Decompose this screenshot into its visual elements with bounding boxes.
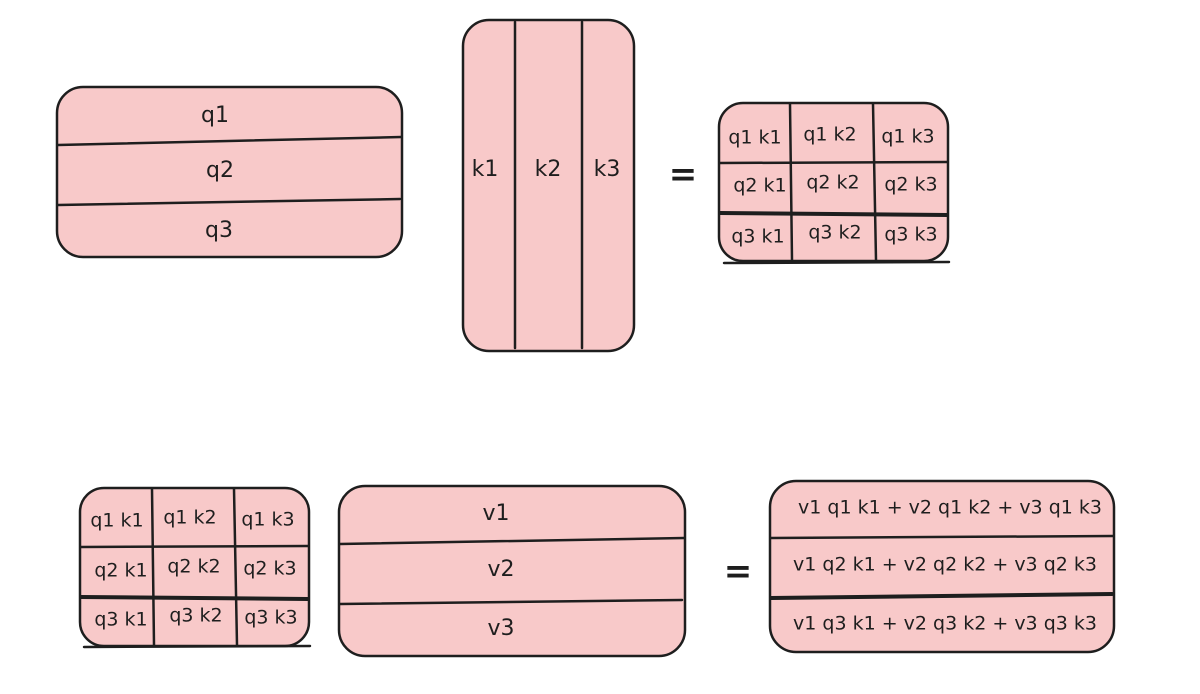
k-col-label-1: k1 xyxy=(472,157,499,182)
qk-bottom-cell-3-3: q3 k3 xyxy=(244,607,297,629)
qk-bottom-cell-1-2: q1 k2 xyxy=(163,507,216,529)
qk-bottom-cell-2-1: q2 k1 xyxy=(94,560,147,582)
v-row-divider-2 xyxy=(338,598,684,606)
v-row-label-3: v3 xyxy=(487,616,514,641)
k-matrix-box xyxy=(461,18,636,353)
result-row-2: v1 q2 k1 + v2 q2 k2 + v3 q2 k3 xyxy=(793,554,1097,576)
qk-top-cell-3-2: q3 k2 xyxy=(808,222,861,244)
v-row-label-1: v1 xyxy=(482,501,509,526)
qk-bottom-row-divider-2 xyxy=(79,595,310,601)
qk-top-cell-1-1: q1 k1 xyxy=(728,127,781,149)
qk-top-row-divider-2 xyxy=(718,211,949,217)
q-matrix: q1 q2 q3 xyxy=(55,85,404,259)
result-matrix: v1 q1 k1 + v2 q1 k2 + v3 q1 k3 v1 q2 k1 … xyxy=(768,479,1116,654)
q-row-label-2: q2 xyxy=(206,158,234,183)
v-matrix-box xyxy=(337,484,687,658)
q-row-divider-1 xyxy=(56,135,403,147)
qk-top-cell-3-1: q3 k1 xyxy=(731,226,784,248)
qk-bottom-col-divider-2 xyxy=(232,487,239,647)
qk-top-cell-1-2: q1 k2 xyxy=(803,124,856,146)
qk-bottom-cell-3-1: q3 k1 xyxy=(94,609,147,631)
qk-top-cell-1-3: q1 k3 xyxy=(881,126,934,148)
qk-top-underline xyxy=(722,260,951,265)
qk-top-cell-3-3: q3 k3 xyxy=(884,224,937,246)
q-matrix-box xyxy=(55,85,404,259)
k-col-label-2: k2 xyxy=(535,157,562,182)
qk-bottom-cell-2-3: q2 k3 xyxy=(243,558,296,580)
result-matrix-box xyxy=(768,479,1116,654)
q-row-label-3: q3 xyxy=(205,218,233,243)
equals-sign-bottom: = xyxy=(724,552,753,592)
k-matrix: k1 k2 k3 xyxy=(461,18,636,353)
qk-top-cell-2-2: q2 k2 xyxy=(806,172,859,194)
qk-matrix-top-box xyxy=(717,101,950,263)
qk-bottom-row-divider-1 xyxy=(79,544,310,549)
qk-top-col-divider-1 xyxy=(788,102,794,262)
qk-top-cell-2-1: q2 k1 xyxy=(733,175,786,197)
result-row-3: v1 q3 k1 + v2 q3 k2 + v3 q3 k3 xyxy=(793,613,1097,635)
k-col-label-3: k3 xyxy=(594,157,621,182)
q-row-label-1: q1 xyxy=(201,103,229,128)
result-row-divider-1 xyxy=(769,534,1115,540)
v-matrix: v1 v2 v3 xyxy=(337,484,687,658)
q-row-divider-2 xyxy=(56,197,402,207)
equals-sign-top: = xyxy=(669,155,698,195)
qk-top-cell-2-3: q2 k3 xyxy=(884,174,937,196)
qk-bottom-cell-1-3: q1 k3 xyxy=(241,509,294,531)
qk-bottom-cell-2-2: q2 k2 xyxy=(167,556,220,578)
qk-bottom-cell-3-2: q3 k2 xyxy=(169,605,222,627)
qk-matrix-bottom: q1 k1 q1 k2 q1 k3 q2 k1 q2 k2 q2 k3 q3 k… xyxy=(78,486,312,649)
qk-matrix-top: q1 k1 q1 k2 q1 k3 q2 k1 q2 k2 q2 k3 q3 k… xyxy=(717,101,951,265)
qk-top-row-divider-1 xyxy=(718,160,949,165)
qk-top-col-divider-2 xyxy=(871,102,878,262)
qk-bottom-col-divider-1 xyxy=(150,487,156,647)
qk-bottom-underline xyxy=(82,644,312,649)
result-row-1: v1 q1 k1 + v2 q1 k2 + v3 q1 k3 xyxy=(798,497,1102,519)
qk-bottom-cell-1-1: q1 k1 xyxy=(90,510,143,532)
result-row-divider-2 xyxy=(769,592,1114,600)
v-row-label-2: v2 xyxy=(487,557,514,582)
v-row-divider-1 xyxy=(338,536,686,546)
